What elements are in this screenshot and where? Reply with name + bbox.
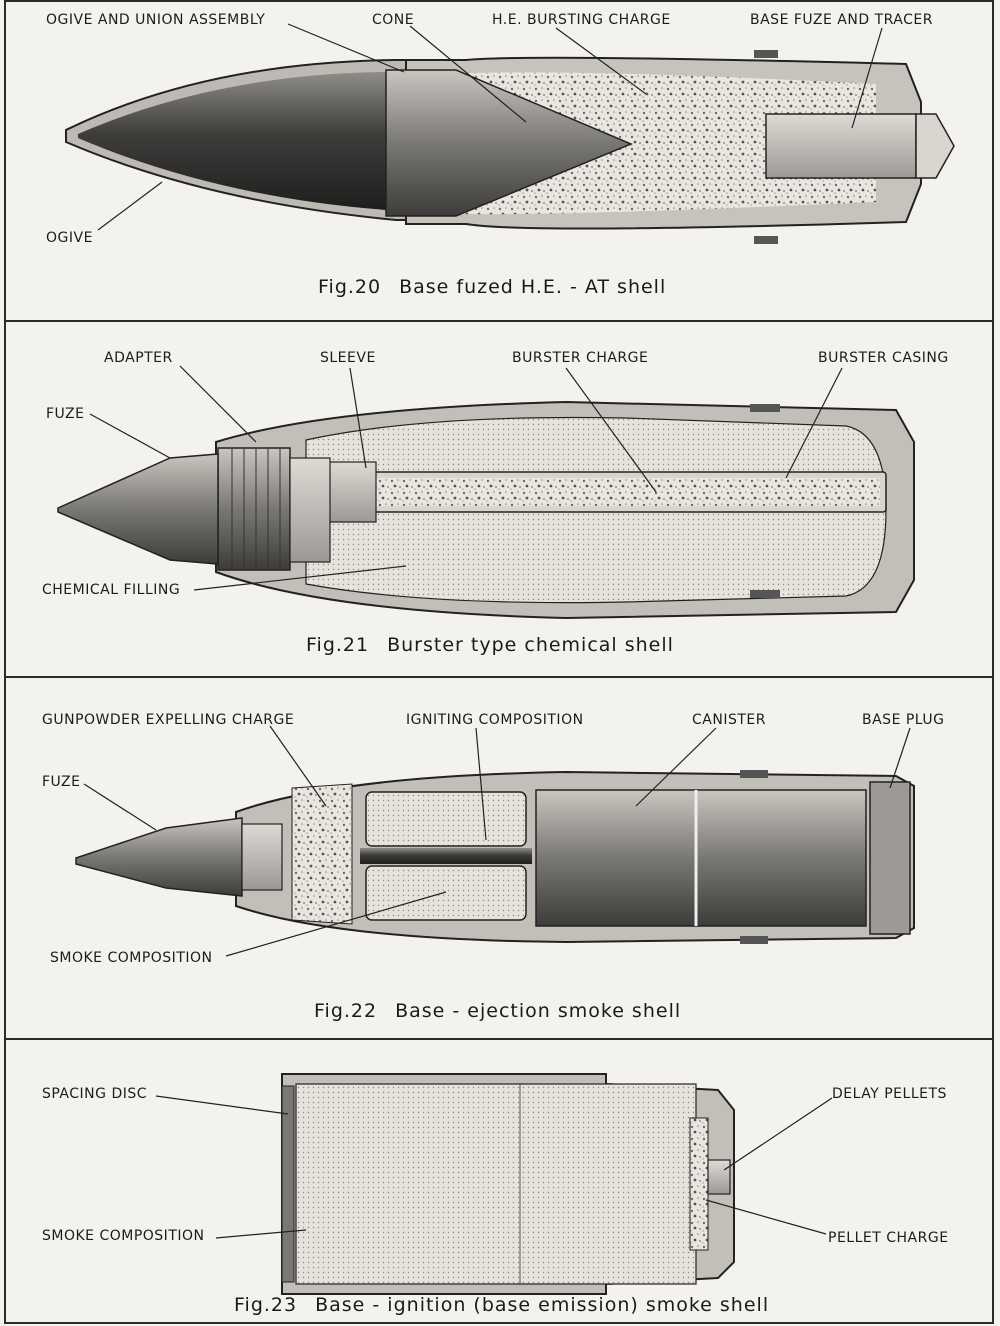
fig21-fuze-ring (289, 457, 331, 563)
fig21-label-burster-casing: BURSTER CASING (818, 350, 949, 366)
fig22-canister (535, 789, 867, 927)
fig21-leader-sleeve (349, 367, 367, 469)
fig20-caption: Fig.20 Base fuzed H.E. - AT shell (318, 276, 666, 298)
fig23-label-delay-pellets: DELAY PELLETS (832, 1086, 947, 1102)
fig23-label-spacing-disc: SPACING DISC (42, 1086, 148, 1102)
fig21-adapter (217, 447, 291, 571)
fig21-leader-adapter (179, 365, 257, 443)
fig22-leaders (83, 725, 911, 957)
fig22-drawing (75, 725, 915, 957)
fig20-leader-ogive-union (287, 23, 405, 73)
fig20-label-base-fuze: BASE FUZE AND TRACER (750, 12, 933, 28)
fig22-fuze-threads (241, 823, 283, 891)
fig23-smoke-composition (295, 1083, 697, 1285)
fig23-delay-pellets (707, 1159, 731, 1195)
fig21-band-bottom (750, 590, 780, 598)
fig22-leader-fuze (83, 783, 157, 831)
fig22-leader-canister (635, 727, 717, 807)
fig22-base-plug (869, 781, 911, 935)
fig20-leaders (97, 23, 883, 231)
fig20-panel: OGIVE AND UNION ASSEMBLY CONE H.E. BURST… (4, 0, 994, 322)
fig22-caption-text: Base - ejection smoke shell (395, 1000, 682, 1022)
fig23-pellet-charge (689, 1117, 709, 1251)
fig22-caption: Fig.22 Base - ejection smoke shell (314, 1000, 681, 1022)
fig21-leader-chemical (193, 565, 407, 591)
fig23-leader-smoke (215, 1229, 307, 1239)
fig20-leader-ogive (97, 181, 163, 231)
fig21-threads (231, 448, 281, 570)
fig22-leader-igniting (475, 727, 487, 841)
fig20-label-he-charge: H.E. BURSTING CHARGE (492, 12, 671, 28)
fig20-caption-number: Fig.20 (318, 276, 382, 298)
fig23-label-pellet-charge: PELLET CHARGE (828, 1230, 949, 1246)
fig22-igniting-tube (360, 848, 532, 864)
fig20-drawing (65, 23, 955, 244)
fig20-he-filling (446, 72, 876, 215)
fig21-caption-number: Fig.21 (306, 634, 370, 656)
fig21-fuze (57, 453, 219, 565)
fig23-caption-number: Fig.23 (234, 1294, 298, 1316)
fig23-caption: Fig.23 Base - ignition (base emission) sm… (234, 1294, 769, 1316)
fig22-label-igniting: IGNITING COMPOSITION (406, 712, 584, 728)
fig21-burster-charge (332, 478, 880, 506)
fig20-band-bottom (754, 236, 778, 244)
fig22-label-base-plug: BASE PLUG (862, 712, 945, 728)
fig22-leader-gunpowder (269, 725, 327, 807)
fig20-label-ogive: OGIVE (46, 230, 93, 246)
fig22-label-gunpowder: GUNPOWDER EXPELLING CHARGE (42, 712, 295, 728)
fig22-panel: GUNPOWDER EXPELLING CHARGE IGNITING COMP… (4, 676, 994, 1040)
fig22-fuze (75, 817, 243, 897)
fig20-caption-text: Base fuzed H.E. - AT shell (399, 276, 667, 298)
fig21-label-sleeve: SLEEVE (320, 350, 376, 366)
fig21-band-top (750, 404, 780, 412)
fig20-leader-fuze (851, 27, 883, 129)
fig21-drawing (57, 365, 915, 620)
fig22-gunpowder (291, 783, 353, 925)
fig20-band-top (754, 50, 778, 58)
fig22-smoke-lower (365, 865, 527, 921)
fig20-leader-cone (409, 25, 527, 123)
fig23-leader-delay (723, 1097, 833, 1171)
fig21-leader-burster-charge (565, 367, 657, 493)
fig21-label-fuze: FUZE (46, 406, 85, 422)
fig21-leaders (89, 365, 843, 591)
fig22-label-smoke: SMOKE COMPOSITION (50, 950, 213, 966)
fig20-cone (385, 69, 633, 217)
fig22-label-fuze: FUZE (42, 774, 81, 790)
fig20-ogive-inner (78, 72, 386, 210)
fig21-label-chemical-filling: CHEMICAL FILLING (42, 582, 181, 598)
fig20-tracer-tip (915, 113, 955, 179)
fig21-caption-text: Burster type chemical shell (387, 634, 674, 656)
fig22-label-canister: CANISTER (692, 712, 766, 728)
fig22-smoke-upper (365, 791, 527, 847)
fig21-label-burster-charge: BURSTER CHARGE (512, 350, 649, 366)
fig20-label-cone: CONE (372, 12, 415, 28)
fig21-leader-fuze (89, 413, 171, 459)
fig23-leader-pellet (705, 1199, 827, 1235)
fig23-drawing (155, 1073, 833, 1295)
fig23-panel: SPACING DISC DELAY PELLETS SMOKE COMPOSI… (4, 1038, 994, 1324)
fig22-caption-number: Fig.22 (314, 1000, 378, 1022)
fig21-caption: Fig.21 Burster type chemical shell (306, 634, 674, 656)
fig20-label-ogive-union: OGIVE AND UNION ASSEMBLY (46, 12, 266, 28)
fig23-caption-text: Base - ignition (base emission) smoke sh… (315, 1294, 770, 1316)
fig23-label-smoke: SMOKE COMPOSITION (42, 1228, 205, 1244)
fig23-leader-spacing (155, 1095, 289, 1115)
fig21-leader-burster-casing (785, 367, 843, 479)
fig23-leaders (155, 1095, 833, 1239)
fig22-band-top (740, 770, 768, 778)
fig20-base-fuze (765, 113, 917, 179)
fig23-spacing-disc (281, 1085, 295, 1283)
fig22-leader-smoke (225, 891, 447, 957)
fig22-band-bottom (740, 936, 768, 944)
fig20-leader-he (555, 27, 647, 95)
fig21-panel: ADAPTER SLEEVE BURSTER CHARGE BURSTER CA… (4, 320, 994, 678)
fig22-leader-base-plug (889, 727, 911, 789)
fig21-label-adapter: ADAPTER (104, 350, 173, 366)
